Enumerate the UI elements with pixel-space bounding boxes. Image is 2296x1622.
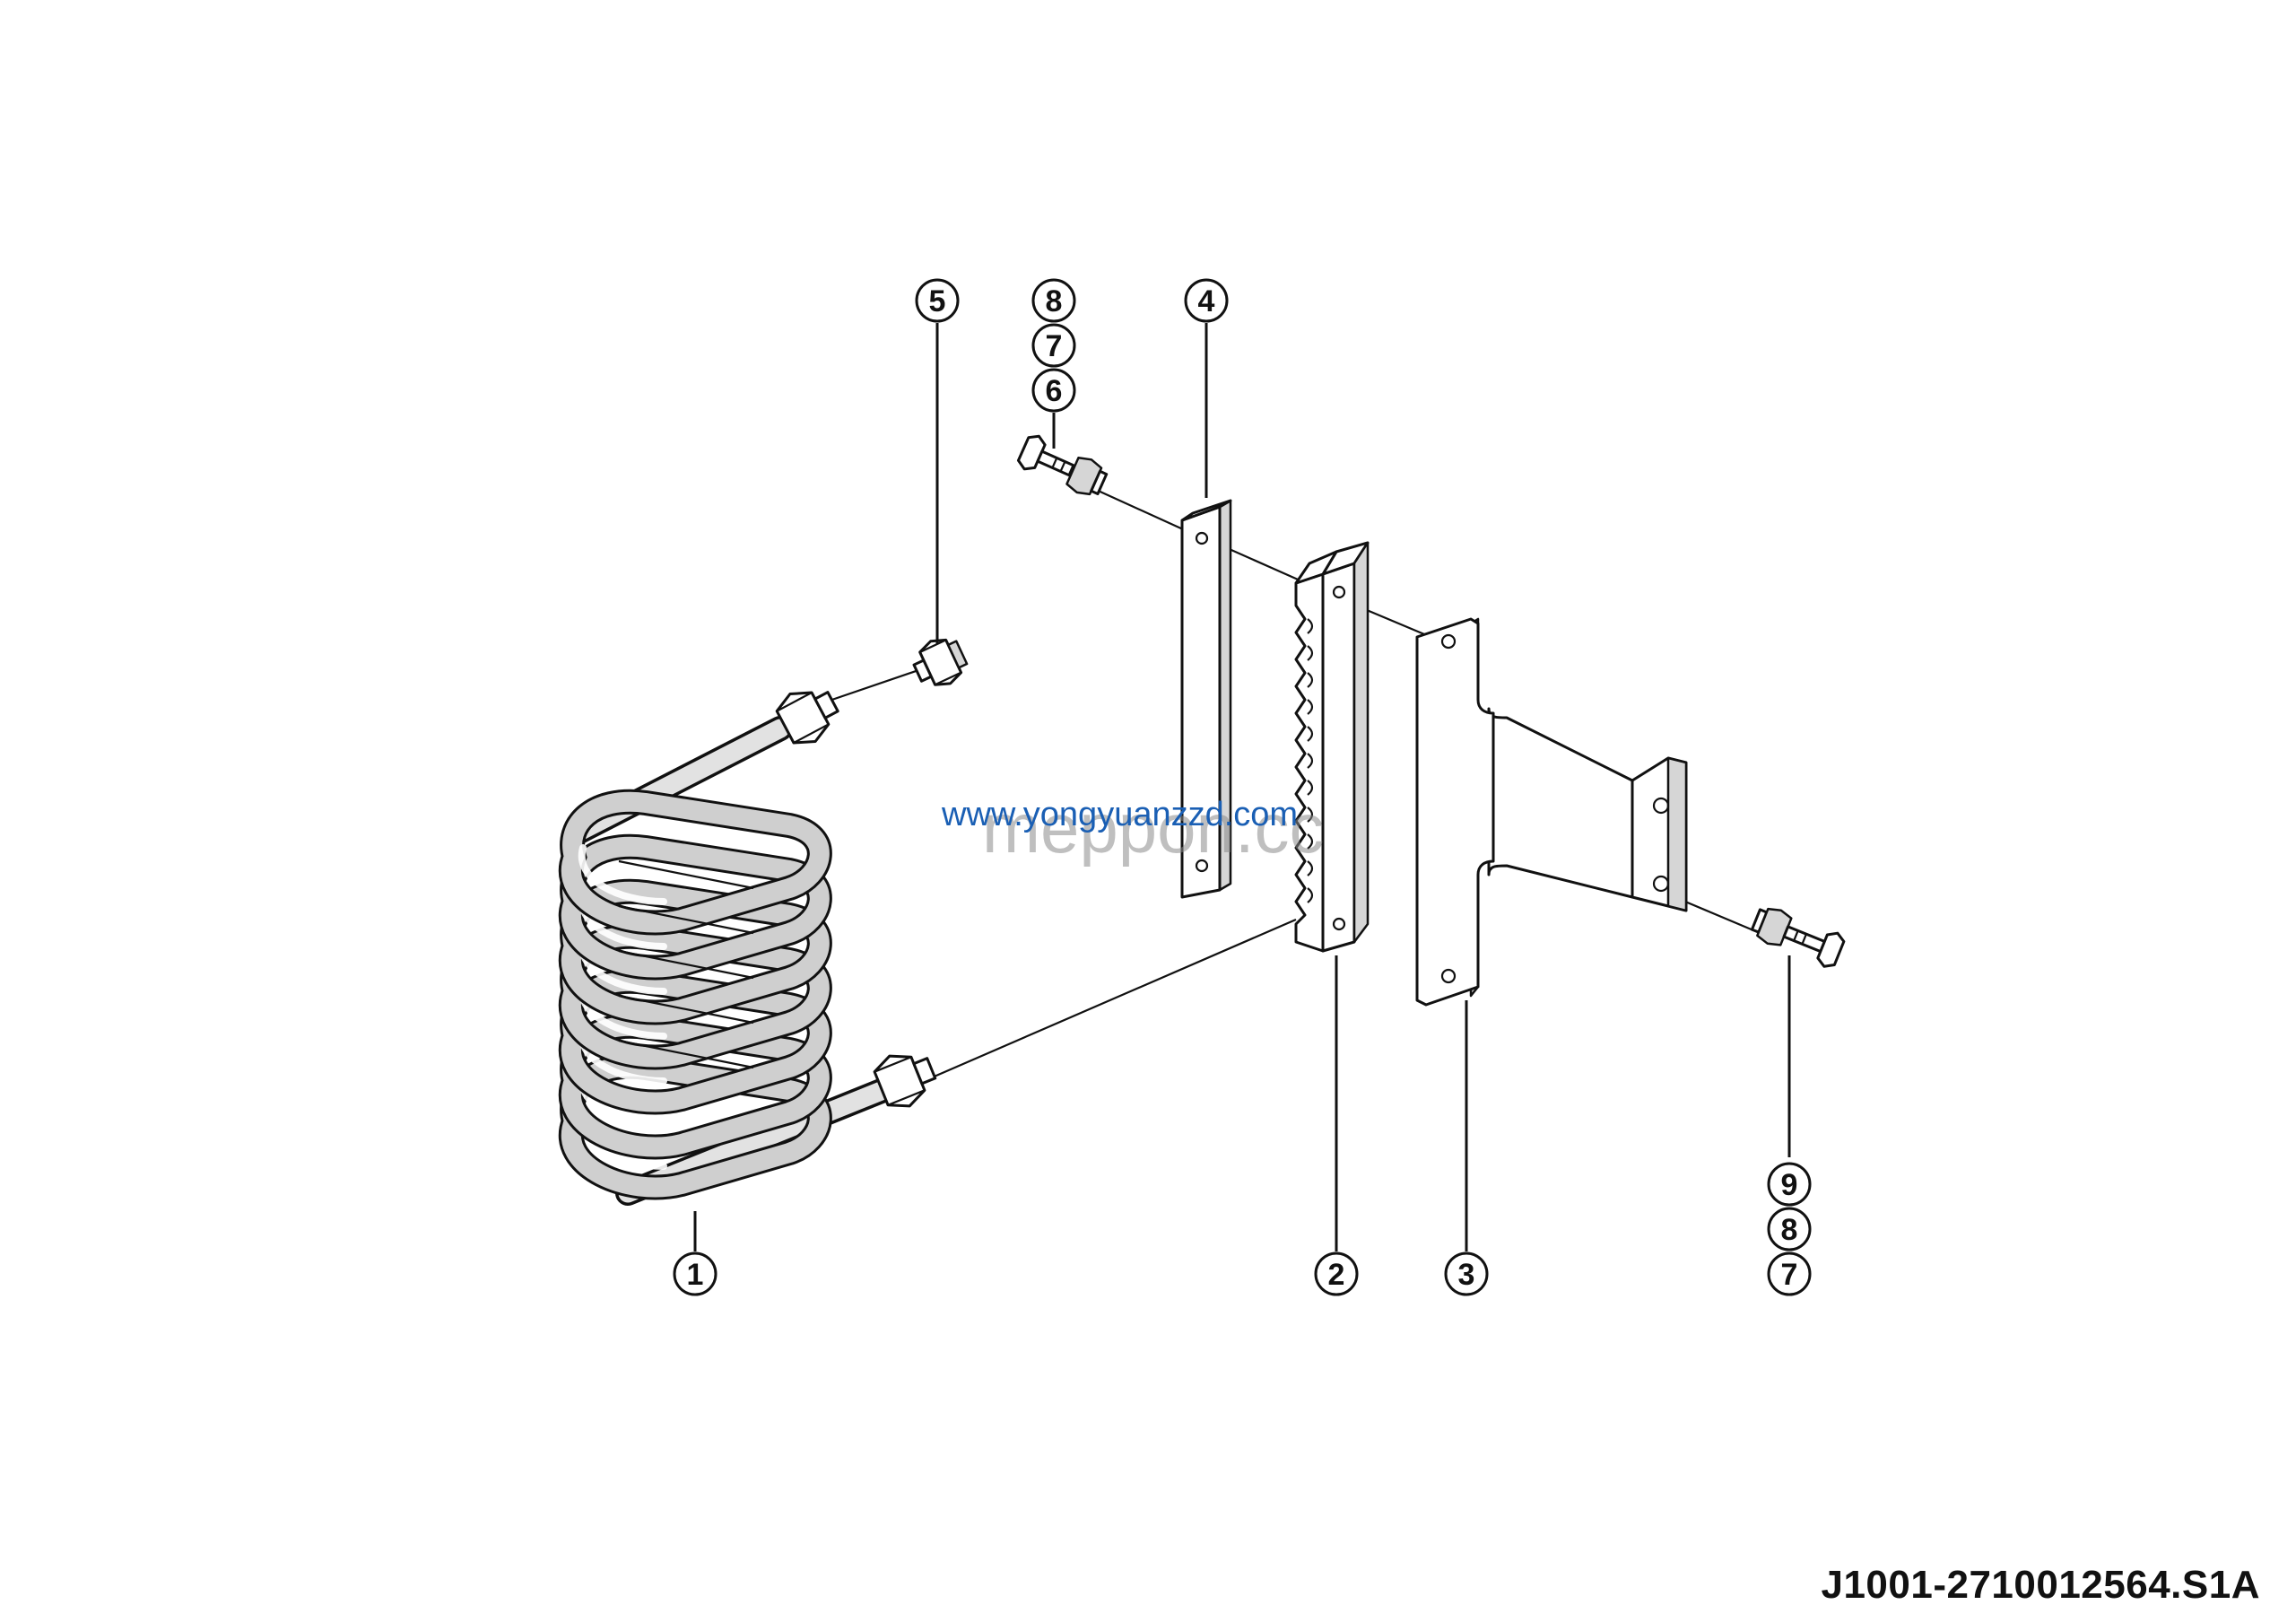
callout-balloon-2: 2 [1314,1251,1359,1296]
leader-lines [693,323,1791,1251]
callout-label-1: 1 [687,1258,704,1292]
watermark-blue: www.yongyuanzzd.com [941,796,1298,833]
callout-label-5: 5 [929,284,946,318]
bolt-set-6-7-8 [1016,434,1109,496]
figure-code: J1001-2710012564.S1A [1821,1563,2260,1607]
callout-label-2: 2 [1328,1258,1345,1292]
callout-stack-b-item: 9 [1781,1168,1798,1202]
notched-clamp-part-2 [1294,541,1370,953]
callout-balloon-5: 5 [915,278,960,323]
bracket-part-3 [1415,617,1688,1007]
callout-balloon-1: 1 [673,1251,718,1296]
callout-label-4: 4 [1198,284,1215,318]
callout-stack-a-item: 7 [1046,329,1063,363]
callout-balloon-3: 3 [1444,1251,1489,1296]
callout-balloon-4: 4 [1184,278,1229,323]
callout-stack-b-item: 7 [1781,1258,1798,1292]
callout-stack-b: 9 8 7 [1767,1162,1812,1296]
callout-stack-a: 8 7 6 [1031,278,1076,413]
callout-stack-b-item: 8 [1781,1213,1798,1247]
bolt-set-7-8-9 [1750,907,1846,968]
callout-label-3: 3 [1458,1258,1475,1292]
cooling-coil-part-1 [559,691,937,1206]
callout-stack-a-item: 8 [1046,284,1063,318]
fitting-part-5 [912,638,969,686]
callout-stack-a-item: 6 [1046,374,1063,408]
watermark-grey: meppon.cc [982,789,1325,868]
strip-part-4 [1180,499,1232,899]
